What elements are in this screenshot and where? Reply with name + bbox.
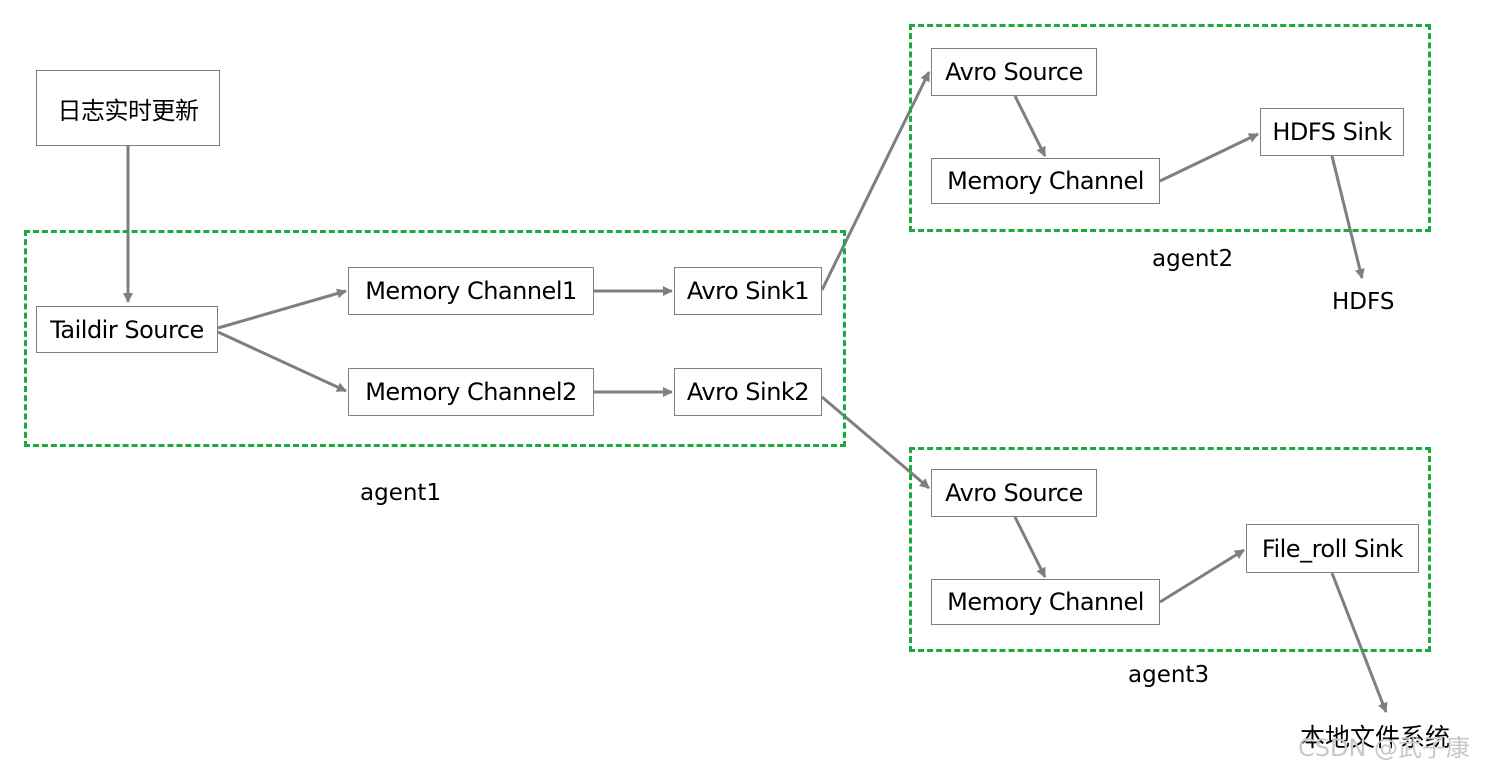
memory-channel2-node: Memory Channel2 [348, 368, 594, 416]
agent2-label: agent2 [1152, 246, 1234, 272]
hdfs-sink-node: HDFS Sink [1260, 108, 1404, 156]
arrow-taildir-to-channel2 [217, 330, 347, 393]
arrow-agent2-source-to-channel [1013, 95, 1047, 157]
log-update-node: 日志实时更新 [36, 70, 220, 146]
taildir-source-node: Taildir Source [36, 306, 218, 353]
file-roll-sink-node: File_roll Sink [1246, 524, 1419, 573]
avro-sink2-node: Avro Sink2 [674, 368, 822, 416]
local-fs-endpoint: 本地文件系统 [1300, 723, 1451, 752]
avro-sink1-node: Avro Sink1 [674, 267, 822, 315]
arrow-taildir-to-channel1 [217, 288, 347, 330]
agent1-group [24, 230, 846, 447]
agent3-group [909, 447, 1431, 652]
agent2-group [909, 24, 1431, 232]
agent2-memory-channel-node: Memory Channel [931, 158, 1160, 204]
arrow-hdfs-sink-to-hdfs [1330, 155, 1365, 279]
arrow-agent2-channel-to-hdfs-sink [1159, 132, 1259, 183]
arrow-agent3-source-to-channel [1013, 516, 1047, 578]
arrow-fileroll-sink-to-local-fs [1330, 572, 1388, 713]
agent3-avro-source-node: Avro Source [931, 469, 1097, 517]
arrow-agent3-channel-to-fileroll-sink [1159, 548, 1245, 604]
agent3-label: agent3 [1128, 662, 1210, 688]
csdn-watermark: CSDN @武子康 [1298, 734, 1471, 762]
agent1-label: agent1 [360, 480, 442, 506]
memory-channel1-node: Memory Channel1 [348, 267, 594, 315]
agent2-avro-source-node: Avro Source [931, 48, 1097, 96]
agent3-memory-channel-node: Memory Channel [931, 579, 1160, 625]
hdfs-endpoint: HDFS [1332, 289, 1395, 315]
